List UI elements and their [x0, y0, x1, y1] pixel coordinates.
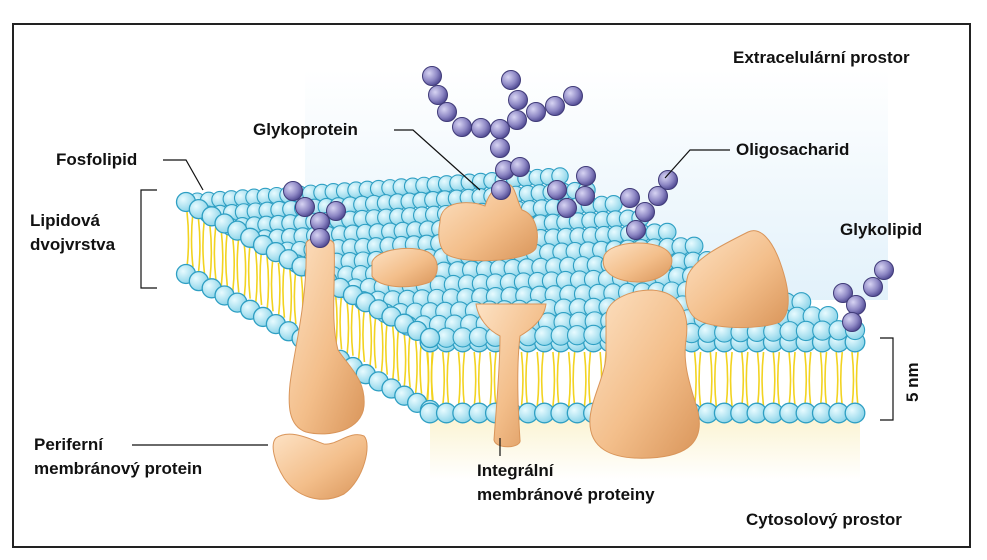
sugar-bead — [437, 102, 457, 122]
sugar-bead — [626, 220, 646, 240]
sugar-bead — [648, 186, 668, 206]
sugar-bead — [490, 119, 510, 139]
integral-protein-long — [288, 237, 365, 435]
label-oligosaccharide: Oligosacharid — [736, 140, 850, 159]
sugar-bead — [874, 260, 894, 280]
label-phospholipid: Fosfolipid — [56, 150, 138, 169]
label-peripheral-1: Periferní — [34, 435, 103, 454]
label-glycolipid: Glykolipid — [840, 220, 923, 239]
sugar-bead — [545, 96, 565, 116]
sugar-bead — [842, 312, 862, 332]
label-cytosolic: Cytosolový prostor — [746, 510, 902, 529]
integral-protein-channel — [475, 303, 547, 448]
integral-protein-large — [589, 289, 700, 459]
leader-glycoprotein — [394, 129, 481, 191]
label-integral-1: Integrální — [477, 461, 554, 480]
label-peripheral-2: membránový protein — [34, 459, 203, 478]
sugar-bead — [490, 138, 510, 158]
sugar-bead — [491, 180, 511, 200]
sugar-bead — [863, 277, 883, 297]
sugar-bead — [658, 170, 678, 190]
label-lipid-bilayer-2: dvojvrstva — [30, 235, 116, 254]
protein-small-left — [371, 247, 438, 288]
leader-lines — [132, 129, 894, 456]
protein-small-right — [602, 242, 673, 283]
sugar-bead — [428, 85, 448, 105]
sugar-bead — [833, 283, 853, 303]
sugar-bead — [471, 118, 491, 138]
label-thickness: 5 nm — [903, 362, 922, 402]
sugar-bead — [635, 202, 655, 222]
bracket-5nm — [880, 337, 894, 421]
sugar-bead — [547, 180, 567, 200]
sugar-bead — [575, 186, 595, 206]
sugar-bead — [557, 198, 577, 218]
sugar-bead — [295, 197, 315, 217]
sugar-bead — [283, 181, 303, 201]
sugar-bead — [510, 157, 530, 177]
sugar-bead — [576, 166, 596, 186]
label-extracellular: Extracelulární prostor — [733, 48, 910, 67]
leader-oligosaccharide — [664, 149, 730, 179]
sugar-bead — [326, 201, 346, 221]
sugar-bead — [846, 295, 866, 315]
sugar-bead — [422, 66, 442, 86]
label-glycoprotein: Glykoprotein — [253, 120, 358, 139]
sugar-bead — [452, 117, 472, 137]
sugar-bead — [501, 70, 521, 90]
protein-far-right — [685, 230, 789, 329]
leader-phospholipid — [163, 159, 204, 191]
sugar-bead — [508, 90, 528, 110]
peripheral-protein — [272, 433, 368, 500]
label-lipid-bilayer-1: Lipidová — [30, 211, 100, 230]
proteins — [272, 183, 789, 500]
sugar-bead — [526, 102, 546, 122]
carbohydrate-chains — [283, 66, 894, 332]
label-integral-2: membránové proteiny — [477, 485, 655, 504]
sugar-bead — [620, 188, 640, 208]
sugar-bead — [563, 86, 583, 106]
glycoprotein-shape — [438, 183, 538, 262]
bracket-bilayer — [140, 189, 157, 289]
sugar-bead — [310, 228, 330, 248]
sugar-bead — [507, 110, 527, 130]
